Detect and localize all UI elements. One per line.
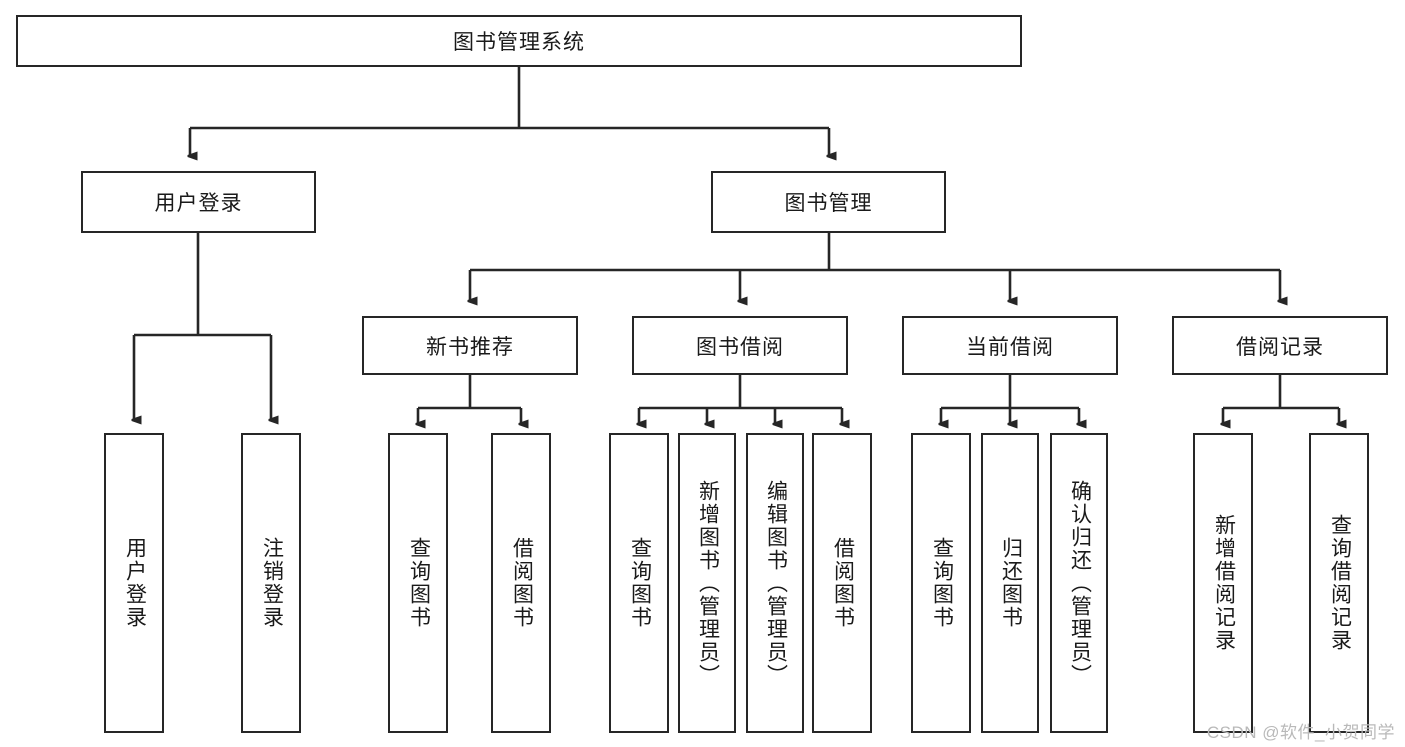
leaf-query-book-borrow[interactable]: 查询图书: [609, 433, 669, 733]
node-label: 查询图书: [628, 537, 652, 629]
node-root-system[interactable]: 图书管理系统: [16, 15, 1022, 67]
node-label: 确认归还（管理员）: [1068, 479, 1092, 687]
node-label: 新增图书（管理员）: [696, 479, 720, 687]
node-label: 新书推荐: [426, 335, 514, 359]
node-label: 借阅图书: [510, 537, 534, 629]
node-user-login[interactable]: 用户登录: [81, 171, 316, 233]
node-label: 当前借阅: [966, 335, 1054, 359]
leaf-borrow-book[interactable]: 借阅图书: [812, 433, 872, 733]
leaf-borrow-book-newrec[interactable]: 借阅图书: [491, 433, 551, 733]
leaf-add-borrow-record[interactable]: 新增借阅记录: [1193, 433, 1253, 733]
leaf-logout[interactable]: 注销登录: [241, 433, 301, 733]
node-label: 图书管理: [784, 192, 873, 215]
leaf-query-book-current[interactable]: 查询图书: [911, 433, 971, 733]
node-book-manage[interactable]: 图书管理: [711, 171, 946, 233]
node-label: 借阅记录: [1236, 335, 1324, 359]
node-new-book-recommend[interactable]: 新书推荐: [362, 316, 578, 375]
node-label: 用户登录: [123, 537, 147, 629]
node-label: 注销登录: [260, 537, 284, 629]
node-label: 编辑图书（管理员）: [764, 479, 788, 687]
leaf-add-book-admin[interactable]: 新增图书（管理员）: [678, 433, 736, 733]
node-label: 查询图书: [930, 537, 954, 629]
node-label: 图书管理系统: [453, 31, 585, 54]
node-borrow-record[interactable]: 借阅记录: [1172, 316, 1388, 375]
leaf-edit-book-admin[interactable]: 编辑图书（管理员）: [746, 433, 804, 733]
leaf-confirm-return-admin[interactable]: 确认归还（管理员）: [1050, 433, 1108, 733]
node-label: 新增借阅记录: [1212, 514, 1236, 652]
csdn-watermark: CSDN @软件_小贺同学: [1206, 723, 1395, 742]
node-label: 归还图书: [999, 537, 1023, 629]
node-current-borrow[interactable]: 当前借阅: [902, 316, 1118, 375]
node-label: 查询图书: [407, 537, 431, 629]
node-label: 借阅图书: [831, 537, 855, 629]
leaf-query-borrow-record[interactable]: 查询借阅记录: [1309, 433, 1369, 733]
node-label: 用户登录: [154, 192, 243, 215]
leaf-return-book[interactable]: 归还图书: [981, 433, 1039, 733]
node-label: 查询借阅记录: [1328, 514, 1352, 652]
node-book-borrow[interactable]: 图书借阅: [632, 316, 848, 375]
leaf-query-book-newrec[interactable]: 查询图书: [388, 433, 448, 733]
node-label: 图书借阅: [696, 335, 784, 359]
leaf-user-login[interactable]: 用户登录: [104, 433, 164, 733]
